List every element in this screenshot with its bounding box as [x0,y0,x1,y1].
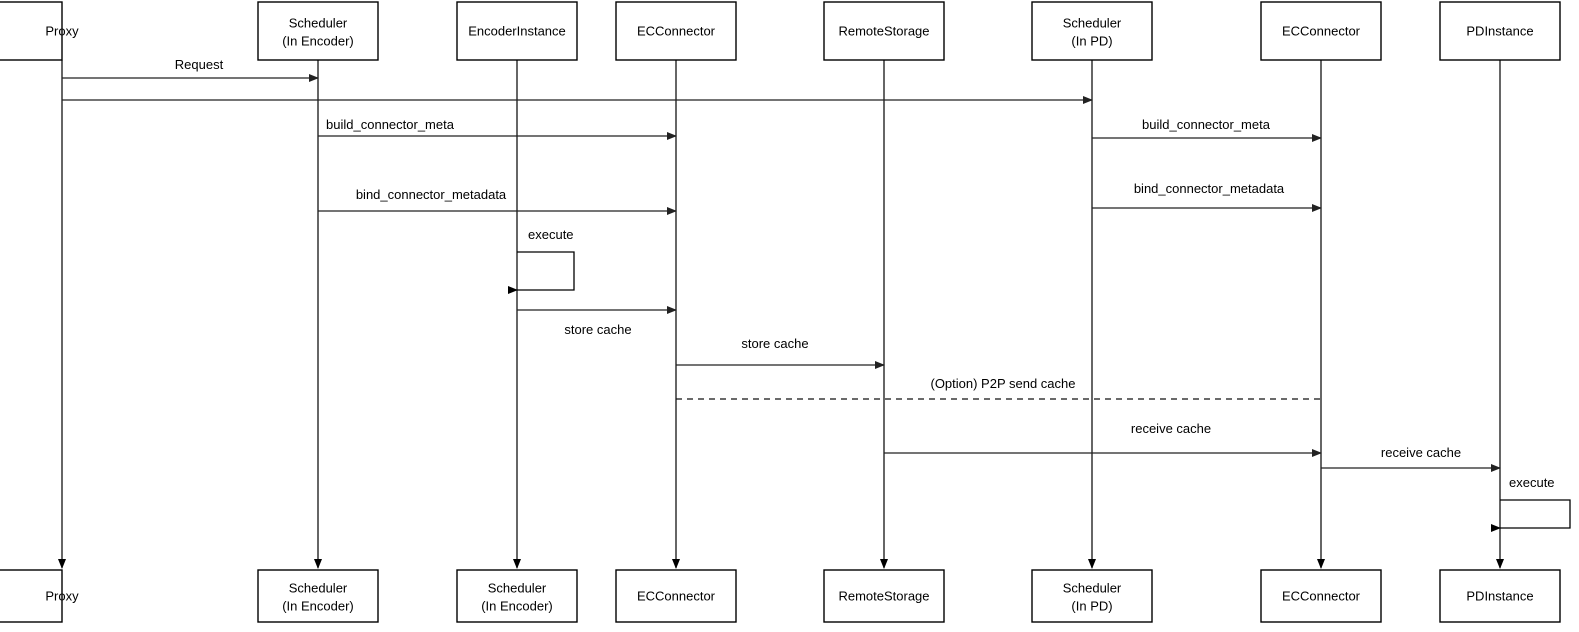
self-loop-loop_pd [1491,499,1571,532]
participant-footer-label-line-1: (In Encoder) [481,598,553,613]
message-label-m10: receive cache [1131,421,1211,436]
message-label-m9: (Option) P2P send cache [930,376,1075,391]
participant-footer-box[interactable] [1260,569,1382,623]
participant-footer-label: PDInstance [1466,588,1533,603]
participant-header-box[interactable] [0,1,63,61]
participant-header-label-line-0: Scheduler [1063,15,1122,30]
message-label-m5: bind_connector_metadata [356,187,507,202]
lifelines-layer [58,60,1504,569]
message-label-m11: receive cache [1381,445,1461,460]
participant-header-ec_conn_left[interactable]: ECConnector [615,1,737,61]
participant-footer-label-line-0: Scheduler [289,580,348,595]
participant-header-label: ECConnector [637,23,716,38]
participant-footer-box[interactable] [615,569,737,623]
participant-footer-label: ECConnector [1282,588,1361,603]
participant-footer-box[interactable] [1439,569,1561,623]
message-label-m7: store cache [564,322,631,337]
participant-footer-box[interactable] [0,569,63,623]
self-loop-label-loop_pd: execute [1509,475,1555,490]
participant-header-box[interactable] [257,1,379,61]
self-loops-layer: execute execute [508,227,1571,532]
participant-header-box[interactable] [1031,1,1153,61]
message-label-m3: build_connector_meta [326,117,455,132]
participant-footer-label-line-0: Scheduler [1063,580,1122,595]
participant-header-box[interactable] [1439,1,1561,61]
participant-header-sched_enc[interactable]: Scheduler (In Encoder) [257,1,379,61]
participant-footer-ec_conn_left_f[interactable]: ECConnector [615,569,737,623]
participant-footer-box[interactable] [257,569,379,623]
participant-footer-sched_enc_f2[interactable]: Scheduler (In Encoder) [456,569,578,623]
participant-footer-box[interactable] [823,569,945,623]
participant-header-sched_pd[interactable]: Scheduler (In PD) [1031,1,1153,61]
participant-header-remote_store[interactable]: RemoteStorage [823,1,945,61]
participant-footer-label: RemoteStorage [838,588,929,603]
participant-header-label: PDInstance [1466,23,1533,38]
participant-footer-pd_inst_f[interactable]: PDInstance [1439,569,1561,623]
participant-header-label-line-1: (In PD) [1071,33,1112,48]
message-label-m8: store cache [741,336,808,351]
participant-footer-ec_conn_right_f[interactable]: ECConnector [1260,569,1382,623]
message-label-m1: Request [175,57,224,72]
participant-footer-box[interactable] [456,569,578,623]
participant-header-ec_conn_right[interactable]: ECConnector [1260,1,1382,61]
participant-footer-label: ECConnector [637,588,716,603]
participant-footer-label-line-1: (In Encoder) [282,598,354,613]
participant-header-label: EncoderInstance [468,23,566,38]
participant-header-label: RemoteStorage [838,23,929,38]
participant-footer-label: Proxy [45,588,79,603]
participant-header-pd_inst[interactable]: PDInstance [1439,1,1561,61]
messages-layer: Request build_connector_meta build_connect… [62,57,1501,472]
participant-footer-label-line-0: Scheduler [488,580,547,595]
message-label-m6: bind_connector_metadata [1134,181,1285,196]
participant-header-box[interactable] [1260,1,1382,61]
self-loop-label-loop_encoder: execute [528,227,574,242]
participant-header-label: ECConnector [1282,23,1361,38]
participant-header-box[interactable] [456,1,578,61]
participant-footers-layer: Proxy Scheduler (In Encoder) Scheduler (In E… [0,569,1561,623]
participant-footer-sched_enc_f[interactable]: Scheduler (In Encoder) [257,569,379,623]
participant-header-box[interactable] [823,1,945,61]
participant-footer-box[interactable] [1031,569,1153,623]
participant-header-encoder_inst[interactable]: EncoderInstance [456,1,578,61]
participant-footer-sched_pd_f[interactable]: Scheduler (In PD) [1031,569,1153,623]
message-label-m4: build_connector_meta [1142,117,1271,132]
participant-header-label-line-1: (In Encoder) [282,33,354,48]
participant-header-proxy[interactable]: Proxy [0,1,79,61]
participant-header-label: Proxy [45,23,79,38]
participant-footer-proxy_f[interactable]: Proxy [0,569,79,623]
participant-headers-layer: Proxy Scheduler (In Encoder) EncoderInstanc… [0,1,1561,61]
participant-footer-remote_store_f[interactable]: RemoteStorage [823,569,945,623]
participant-header-box[interactable] [615,1,737,61]
self-loop-loop_encoder [508,251,575,294]
participant-footer-label-line-1: (In PD) [1071,598,1112,613]
participant-header-label-line-0: Scheduler [289,15,348,30]
